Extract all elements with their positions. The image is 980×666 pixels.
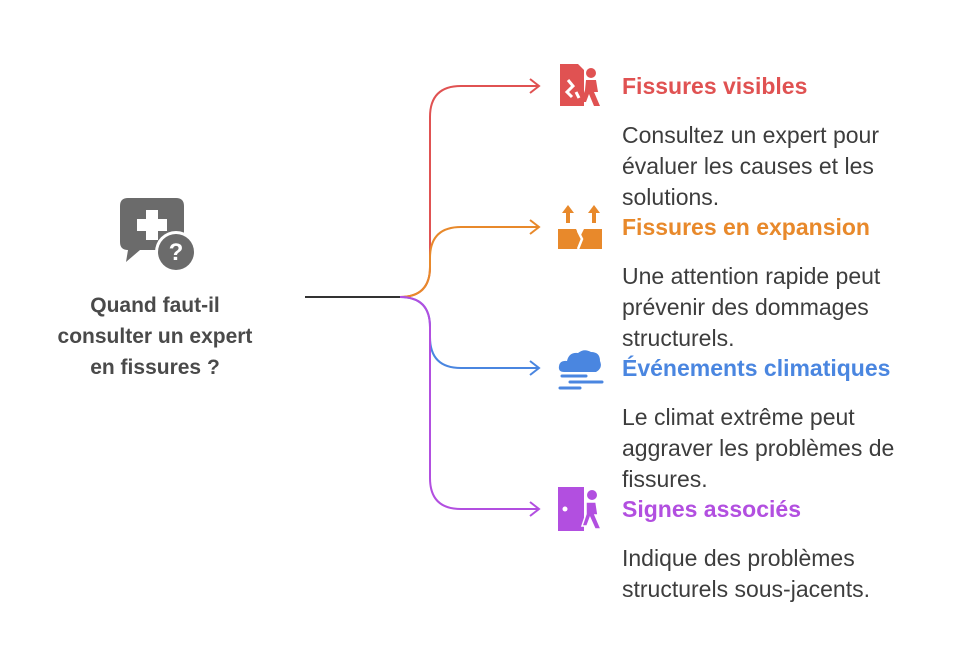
branch-title: Événements climatiques — [622, 355, 891, 381]
branch-title: Fissures visibles — [622, 73, 808, 99]
connector-fissures-expansion — [399, 226, 538, 298]
branch-title: Fissures en expansion — [622, 214, 870, 240]
medical-question-icon: ? — [116, 194, 198, 274]
arrowhead — [529, 360, 541, 376]
connector-fissures-visibles — [399, 85, 538, 298]
door-person-icon — [556, 485, 604, 533]
root-title-line: Quand faut-il — [90, 294, 220, 317]
connector-signes-associes — [399, 296, 538, 510]
cracked-wall-icon — [556, 62, 604, 110]
storm-cloud-icon — [556, 344, 604, 392]
branch-description: Consultez un expert pour évaluer les cau… — [622, 122, 879, 210]
root-title: Quand faut-il consulter un expert en fis… — [30, 290, 280, 383]
connector-evenements-climatiques — [399, 296, 538, 369]
root-title-line: en fissures ? — [90, 356, 220, 379]
root-title-line: consulter un expert — [57, 325, 253, 348]
branch-description: Indique des problèmes structurels sous-j… — [622, 545, 870, 602]
ground-crack-arrows-icon — [556, 203, 604, 251]
arrowhead — [529, 78, 541, 94]
svg-text:?: ? — [169, 239, 184, 266]
arrowhead — [529, 219, 541, 235]
arrowhead — [529, 501, 541, 517]
branch-description: Le climat extrême peut aggraver les prob… — [622, 404, 895, 492]
branch-title: Signes associés — [622, 496, 801, 522]
branch-description: Une attention rapide peut prévenir des d… — [622, 263, 881, 351]
